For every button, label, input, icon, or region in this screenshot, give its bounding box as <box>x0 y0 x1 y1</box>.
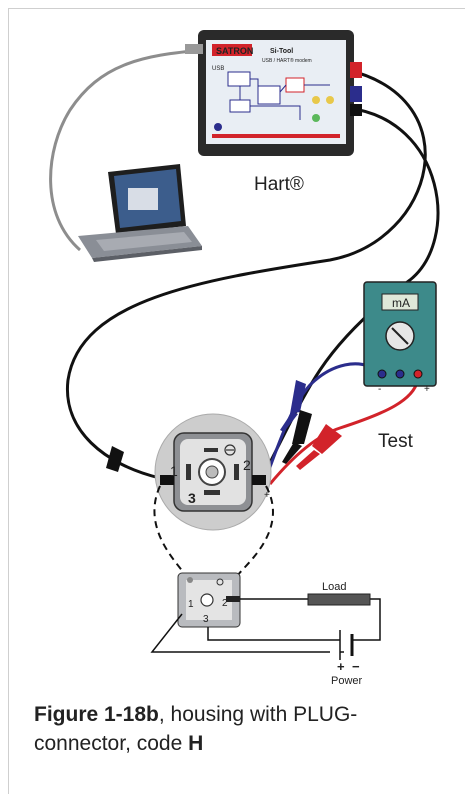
probe-wire-blue <box>264 362 383 479</box>
wiring-diagram: SATRON Si-Tool USB / HART® modem USB Har… <box>49 30 440 687</box>
hart-cable-left <box>65 68 427 480</box>
caption-code: H <box>188 732 204 755</box>
power-battery <box>339 630 354 660</box>
small-connector <box>177 572 241 628</box>
small-pin-3-label: 3 <box>203 614 209 625</box>
meter-minus-label: - <box>378 384 381 395</box>
caption-text-b: connector, code <box>34 732 189 755</box>
small-pin-2-label: 2 <box>222 598 228 609</box>
test-label: Test <box>378 431 414 452</box>
pin-2-label: 2 <box>243 457 251 473</box>
caption-text-a: , housing with PLUG- <box>158 703 358 726</box>
plug-plus-label: + <box>264 490 270 501</box>
pin-1-label: 1 <box>170 463 178 479</box>
probe-blue <box>280 380 306 432</box>
meter-unit: mA <box>392 296 410 310</box>
laptop <box>78 164 202 262</box>
meter-plus-label: + <box>424 384 430 395</box>
pin-3-label: 3 <box>188 490 196 506</box>
multimeter: mA <box>363 281 437 387</box>
figure-caption: Figure 1-18b, housing with PLUG- connect… <box>34 700 454 758</box>
probe-black <box>282 410 312 464</box>
small-pin-1-label: 1 <box>188 599 194 610</box>
caption-figure-number: Figure 1-18b <box>34 703 159 726</box>
probe-wire-red <box>268 373 420 485</box>
load-label: Load <box>322 581 346 593</box>
usb-cable <box>49 48 206 252</box>
power-minus-label: − <box>352 659 360 674</box>
power-label: Power <box>331 675 363 687</box>
hart-label: Hart® <box>254 174 304 195</box>
device-model: Si-Tool <box>270 48 293 55</box>
device-brand: SATRON <box>216 46 253 56</box>
hart-modem: SATRON Si-Tool USB / HART® modem USB <box>185 30 362 156</box>
clip-left <box>106 446 124 472</box>
guide-lines <box>153 485 274 576</box>
load-resistor <box>307 593 371 606</box>
plug-connector <box>154 413 272 531</box>
probe-red <box>296 424 342 470</box>
figure-frame <box>8 8 465 794</box>
power-plus-label: + <box>337 659 345 674</box>
load-circuit <box>150 598 381 653</box>
device-usb-label: USB <box>212 66 224 72</box>
device-subtitle: USB / HART® modem <box>262 57 312 64</box>
